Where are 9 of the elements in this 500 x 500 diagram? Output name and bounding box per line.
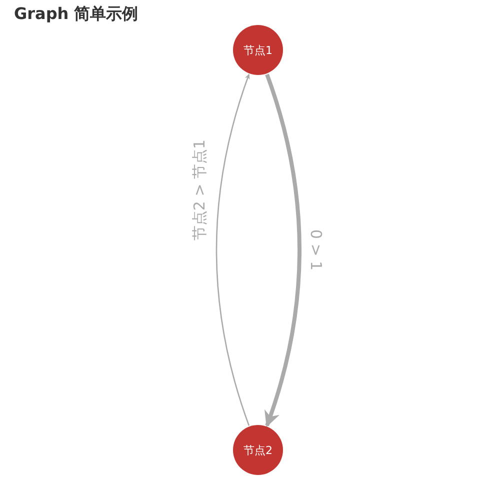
arrow: [264, 74, 302, 428]
edge-label: 0 > 1: [307, 229, 325, 271]
node-label: 节点1: [244, 42, 272, 58]
node-circle: [233, 25, 283, 75]
edge-label: 节点2 > 节点1: [190, 139, 210, 241]
arrow: [216, 74, 250, 426]
node-label: 节点2: [244, 442, 272, 458]
chart-title: Graph 简单示例: [14, 4, 138, 25]
node-circle: [233, 425, 283, 475]
